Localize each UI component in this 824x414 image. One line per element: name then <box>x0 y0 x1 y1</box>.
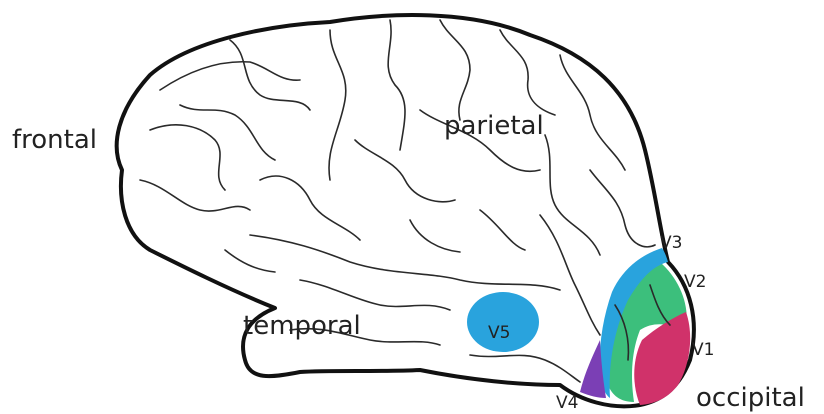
v4-label: V4 <box>556 393 578 413</box>
frontal-label: frontal <box>12 125 97 155</box>
v3-label: V3 <box>660 233 682 253</box>
v5-region <box>467 292 539 352</box>
parietal-label: parietal <box>444 111 544 141</box>
v2-label: V2 <box>684 272 706 292</box>
temporal-label: temporal <box>243 311 361 341</box>
v1-label: V1 <box>692 340 714 360</box>
occipital-label: occipital <box>696 383 805 413</box>
v5-label: V5 <box>488 323 510 343</box>
